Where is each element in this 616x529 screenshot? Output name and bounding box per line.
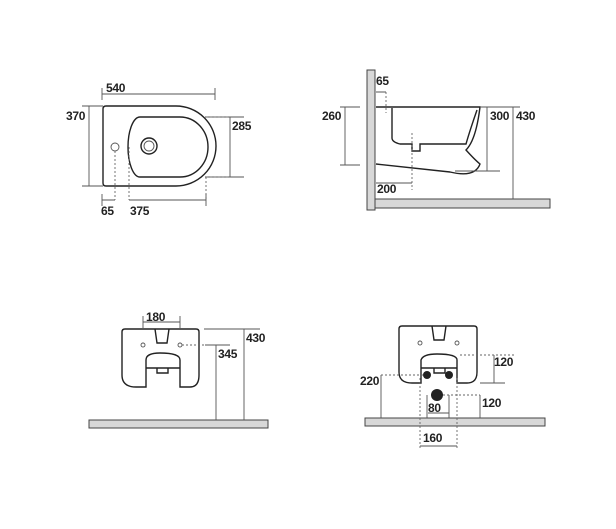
dim-65-375 [101,194,207,206]
wall [366,69,376,211]
front-dims [142,316,260,420]
dim-label-430-side: 430 [516,109,536,123]
dim-label-120-upper: 120 [494,355,514,369]
drain-inner [143,140,155,152]
side-dims [340,91,520,199]
dim-label-80: 80 [428,401,441,415]
dim-label-180: 180 [146,310,166,324]
front-view [88,316,269,429]
dim-label-345: 345 [218,347,238,361]
bowl-outline [127,116,209,178]
dim-label-370: 370 [66,109,86,123]
front-outline [121,328,200,388]
bowl-section [391,108,478,152]
dim-label-220: 220 [360,374,380,388]
dim-label-300: 300 [490,109,510,123]
dim-label-120-lower: 120 [482,396,502,410]
dim-label-285: 285 [232,119,252,133]
side-view [340,69,551,211]
floor [88,419,269,429]
dim-label-260: 260 [322,109,342,123]
dim-label-375: 375 [130,204,150,218]
rear-view [364,325,546,450]
top-outline [102,105,217,187]
dim-label-65-side: 65 [376,74,389,88]
front-notch [154,328,170,344]
floor [364,417,546,427]
tap-hole [110,142,120,152]
dim-label-540: 540 [106,81,126,95]
dim-label-200: 200 [377,182,397,196]
rear-outline [398,325,478,384]
drain-outer [140,137,158,155]
top-view [82,88,244,206]
dim-label-160: 160 [423,431,443,445]
dim-540 [101,88,216,100]
side-outline [375,106,481,175]
floor [374,198,551,209]
rear-dims [380,355,505,447]
dim-label-65: 65 [101,204,114,218]
dim-label-430-front: 430 [246,331,266,345]
dim-370 [82,105,103,187]
waste-pipe [431,389,443,401]
